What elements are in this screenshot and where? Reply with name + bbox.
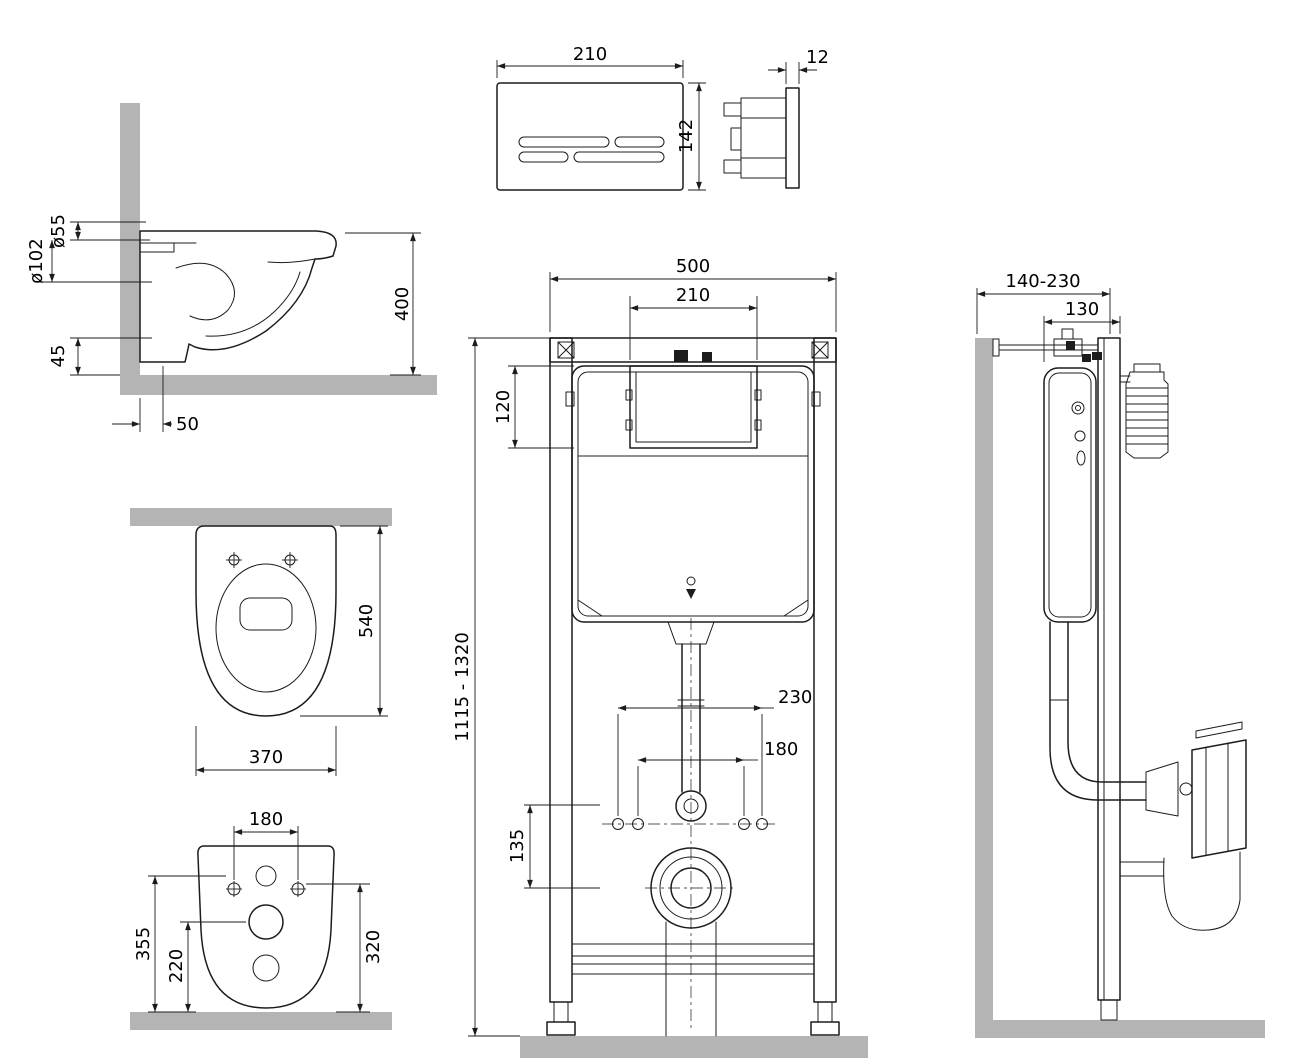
floor-section	[975, 1020, 1265, 1038]
flush-plate-side-view: 12	[723, 47, 829, 189]
dim-wall-distance: 50	[176, 414, 199, 435]
floor-section	[520, 1036, 868, 1058]
toilet-rear-view: 180 355 220 320	[130, 809, 392, 1030]
dim-depth-range: 140-230	[1005, 271, 1080, 292]
dim-outlet-center-height: 135	[507, 829, 528, 863]
toilet-side-view: ø55 ø102 45 400 50	[26, 103, 437, 435]
floor-section	[130, 1012, 392, 1030]
dim-inlet-diameter: ø55	[48, 214, 69, 248]
dim-outlet-diameter: ø102	[26, 238, 47, 283]
dim-bowl-depth: 540	[356, 604, 377, 638]
installation-frame-front-view: 500 210 120 1115 - 1320 230 180 135	[452, 256, 868, 1058]
dim-rear-side-height: 320	[363, 930, 384, 964]
dim-plate-height: 142	[676, 119, 697, 153]
dim-frame-depth: 130	[1065, 299, 1099, 320]
dim-rear-height-total: 355	[133, 927, 154, 961]
dim-bowl-height: 400	[392, 287, 413, 321]
dim-rear-outlet-height: 220	[166, 949, 187, 983]
wall-section	[120, 375, 437, 395]
wall-section	[130, 508, 392, 526]
dim-plate-width: 210	[573, 44, 607, 65]
flush-plate-front-view: 210 142	[496, 44, 706, 191]
wall-section	[975, 338, 993, 1038]
dim-window-height: 120	[493, 390, 514, 424]
dim-outlet-offset: 45	[48, 345, 69, 368]
dim-plate-thickness: 12	[806, 47, 829, 68]
wall-section	[120, 103, 140, 395]
dim-anchor-spacing-outer: 230	[778, 687, 812, 708]
dim-anchor-spacing-inner: 180	[764, 739, 798, 760]
dim-frame-width: 500	[676, 256, 710, 277]
dim-bowl-width: 370	[249, 747, 283, 768]
installation-frame-side-view: 140-230 130	[975, 271, 1265, 1038]
dim-window-width: 210	[676, 285, 710, 306]
dim-frame-height-range: 1115 - 1320	[452, 632, 473, 742]
dim-bolt-spacing: 180	[249, 809, 283, 830]
toilet-top-view: 540 370	[130, 508, 392, 776]
